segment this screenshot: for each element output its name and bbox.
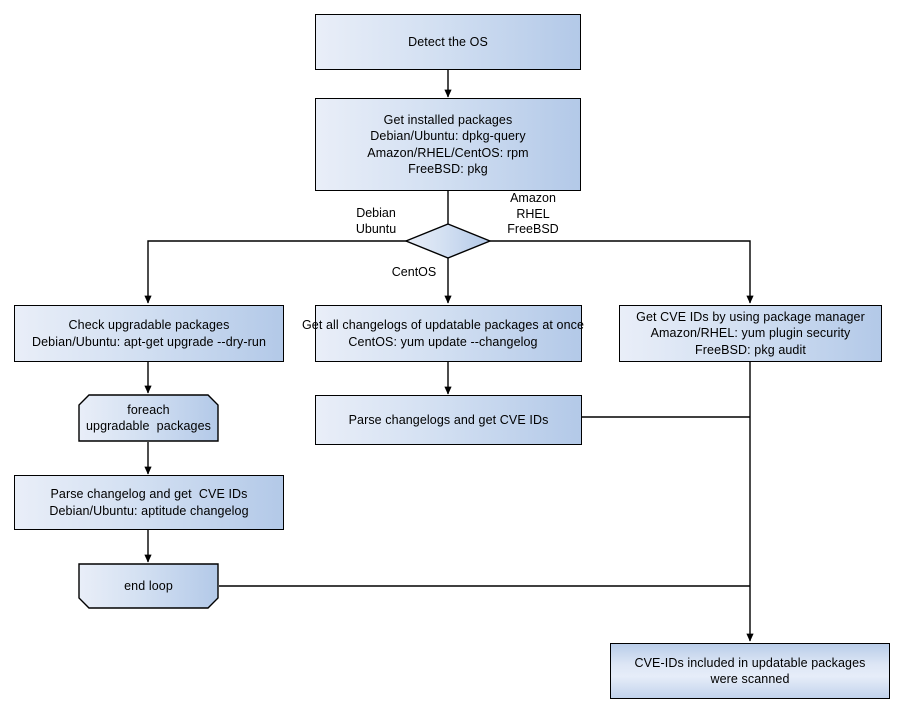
node-result-cve-ids-scanned[interactable]: CVE-IDs included in updatable packages w… (610, 643, 890, 699)
node-parse-changelogs-centos-label: Parse changelogs and get CVE IDs (348, 412, 549, 427)
node-foreach-label: foreach upgradable packages (85, 402, 211, 434)
loop-start-shape (78, 394, 219, 442)
node-foreach-upgradable-packages[interactable]: foreach upgradable packages (78, 394, 219, 442)
node-end-loop-label: end loop (124, 578, 173, 593)
node-parse-changelogs-centos[interactable]: Parse changelogs and get CVE IDs (315, 395, 582, 445)
node-get-installed-packages-label: Get installed packages Debian/Ubuntu: dp… (367, 112, 529, 177)
node-check-upgradable-packages[interactable]: Check upgradable packages Debian/Ubuntu:… (14, 305, 284, 362)
node-result-label: CVE-IDs included in updatable packages w… (634, 655, 866, 687)
edge-label-amazon-rhel-freebsd: Amazon RHEL FreeBSD (507, 191, 559, 236)
node-parse-changelog-single-label: Parse changelog and get CVE IDs Debian/U… (49, 487, 249, 518)
edge-label-centos: CentOS (391, 265, 437, 279)
node-get-all-changelogs[interactable]: Get all changelogs of updatable packages… (302, 305, 584, 362)
edge-label-debian-ubuntu: Debian Ubuntu (355, 206, 397, 236)
node-end-loop[interactable]: end loop (78, 563, 219, 609)
loop-end-shape (78, 563, 219, 609)
node-detect-os-label: Detect the OS (408, 34, 488, 49)
node-get-cve-ids-package-manager-label: Get CVE IDs by using package manager Ama… (636, 309, 865, 357)
node-get-all-changelogs-label: Get all changelogs of updatable packages… (301, 318, 585, 349)
os-decision-diamond (404, 223, 492, 259)
node-get-cve-ids-package-manager[interactable]: Get CVE IDs by using package manager Ama… (619, 305, 882, 362)
node-detect-os[interactable]: Detect the OS (315, 14, 581, 70)
node-parse-changelog-single[interactable]: Parse changelog and get CVE IDs Debian/U… (14, 475, 284, 530)
node-check-upgradable-packages-label: Check upgradable packages Debian/Ubuntu:… (32, 318, 266, 349)
node-get-installed-packages[interactable]: Get installed packages Debian/Ubuntu: dp… (315, 98, 581, 191)
